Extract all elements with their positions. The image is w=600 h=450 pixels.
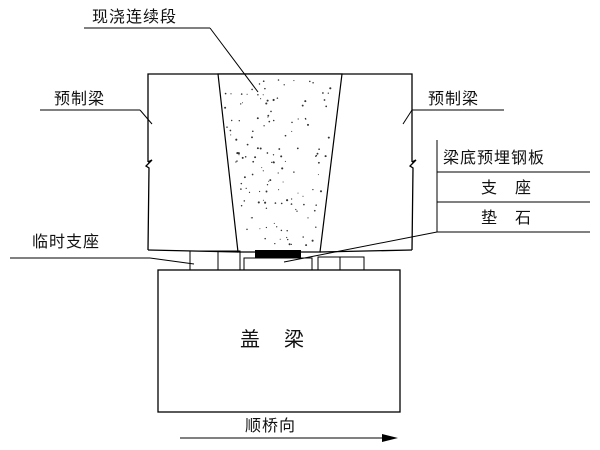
leader-lines (10, 27, 504, 265)
temporary-support-block-right (317, 256, 341, 271)
bearing-pad-stone-label: 垫 石 (481, 208, 532, 227)
precast-beam-right-label: 预制梁 (428, 89, 479, 108)
cast-in-place-segment-label: 现浇连续段 (92, 7, 177, 26)
temporary-support-block-left-2 (217, 250, 241, 271)
bearing-pad-stone-shape (243, 257, 313, 271)
temporary-support-block-right-2 (339, 256, 365, 271)
bearing-label: 支 座 (481, 178, 532, 197)
component-legend-table (436, 140, 590, 233)
cast-in-place-segment (217, 73, 343, 253)
bearing-shape (255, 250, 301, 258)
embedded-steel-plate-label: 梁底预埋钢板 (443, 148, 545, 167)
temporary-support-block-left (189, 250, 219, 271)
temporary-support-label: 临时支座 (32, 232, 100, 251)
bridge-direction-arrow (180, 434, 398, 442)
precast-beam-left-label: 预制梁 (54, 89, 105, 108)
bridge-direction-label: 顺桥向 (245, 416, 296, 435)
cap-beam-shape (157, 269, 401, 413)
support-assembly (189, 250, 365, 271)
cap-beam-label: 盖 梁 (240, 327, 306, 351)
